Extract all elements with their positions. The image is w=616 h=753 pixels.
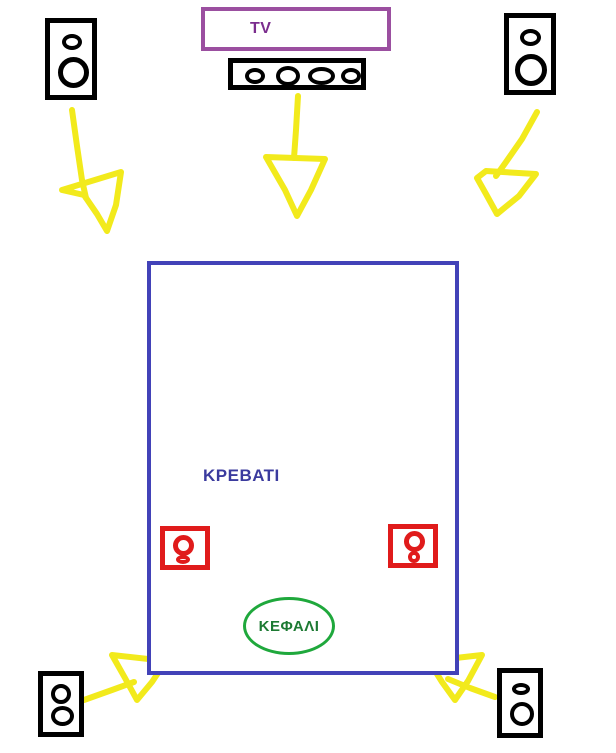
tweeter-icon [408, 551, 420, 563]
tv-label: TV [250, 20, 272, 37]
surround-left-speaker [160, 526, 210, 570]
tweeter-icon [176, 555, 190, 564]
woofer-icon [404, 531, 425, 552]
soundbar-driver-icon [245, 68, 265, 84]
woofer-icon [510, 702, 534, 726]
arrow-center [263, 93, 328, 219]
bed-label: ΚΡΕΒΑΤΙ [203, 466, 280, 485]
tweeter-icon [62, 34, 82, 50]
soundbar-driver-icon [341, 68, 361, 84]
soundbar-driver-icon [308, 67, 335, 85]
head-position-marker: ΚΕΦΑΛΙ [243, 597, 335, 655]
front-right-speaker [504, 13, 556, 95]
tweeter-icon [512, 683, 530, 695]
tv-box [201, 7, 391, 51]
soundbar-driver-icon [276, 66, 300, 86]
rear-right-speaker [497, 668, 543, 738]
tweeter-icon [520, 29, 541, 46]
woofer-icon [58, 57, 89, 88]
tweeter-icon [51, 684, 71, 704]
woofer-icon [173, 535, 194, 556]
woofer-icon [51, 706, 74, 726]
rear-left-speaker [38, 671, 84, 737]
front-left-speaker [45, 18, 97, 100]
surround-right-speaker [388, 524, 438, 568]
arrow-front-right [474, 109, 540, 217]
arrow-front-left [59, 107, 124, 234]
woofer-icon [515, 54, 547, 86]
soundbar [228, 58, 366, 90]
head-label: ΚΕΦΑΛΙ [258, 617, 320, 635]
